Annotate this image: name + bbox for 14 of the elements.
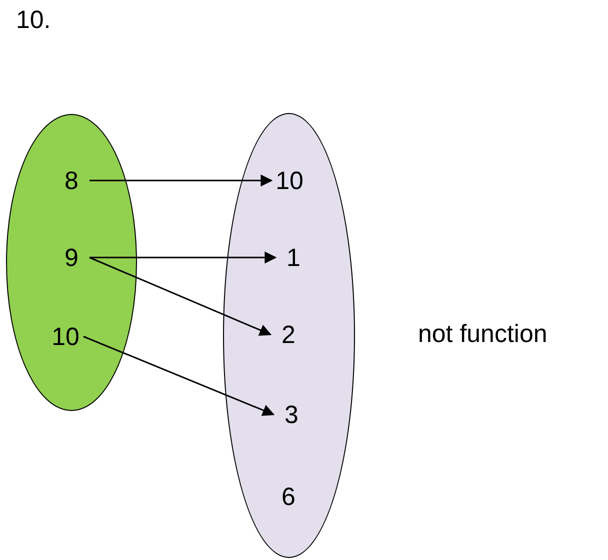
element-label: 10 — [48, 322, 84, 352]
element-label: 2 — [270, 320, 306, 350]
arrow — [89, 256, 272, 336]
note-text: not function — [418, 320, 548, 349]
element-label: 1 — [276, 242, 312, 272]
arrow — [90, 174, 273, 186]
element-label: 10 — [272, 166, 308, 196]
arrow — [90, 252, 277, 264]
element-label: 3 — [274, 400, 310, 430]
title: 10. — [16, 6, 51, 35]
arrow — [83, 336, 275, 416]
element-label: 6 — [270, 482, 306, 512]
element-label: 8 — [54, 166, 90, 196]
element-label: 9 — [54, 242, 90, 272]
